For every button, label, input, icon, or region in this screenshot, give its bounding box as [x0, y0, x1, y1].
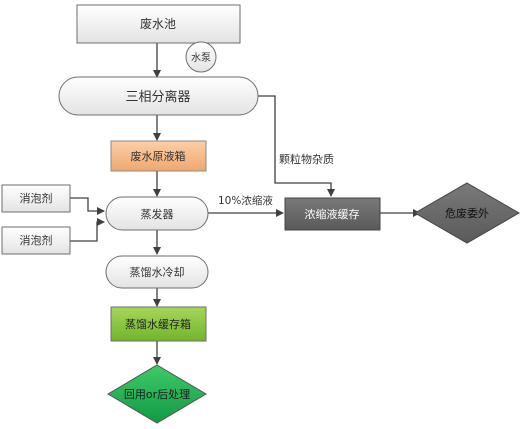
- wastewater-pool-label: 废水池: [140, 16, 176, 31]
- wastewater-pool-box: [76, 4, 241, 44]
- hazardous-waste-outsourcing-diamond: [413, 182, 521, 244]
- concentrate-10pct-label: 10%浓缩液: [218, 194, 273, 207]
- particle-impurities-label: 颗粒物杂质: [279, 152, 334, 166]
- arrow-defoamer1-to-evaporator: [70, 197, 105, 215]
- concentrate-buffer-box: [284, 197, 381, 231]
- reuse-or-post-treatment-label: 回用or后处理: [124, 388, 190, 401]
- distilled-water-buffer-tank-label: 蒸馏水缓存箱: [125, 317, 191, 331]
- concentrate-buffer-label: 浓缩液缓存: [305, 207, 360, 221]
- defoamer-label-1: 消泡剂: [20, 191, 53, 205]
- defoamer-box-1: [1, 184, 71, 213]
- distilled-water-cooling-label: 蒸馏水冷却: [130, 265, 185, 279]
- raw-liquid-tank-box: [110, 140, 207, 172]
- defoamer-box-2: [1, 226, 71, 255]
- arrow-separator-to-concentrate: [258, 95, 335, 197]
- water-pump-circle: [185, 41, 217, 73]
- three-phase-separator-box: [58, 76, 259, 116]
- evaporator-label: 蒸发器: [141, 207, 174, 221]
- distilled-water-buffer-tank-box: [110, 306, 207, 342]
- reuse-or-post-treatment-diamond: [107, 364, 207, 424]
- defoamer-label-2: 消泡剂: [20, 233, 53, 247]
- hazardous-waste-outsourcing-label: 危废委外: [445, 206, 489, 220]
- evaporator-box: [105, 196, 209, 231]
- three-phase-separator-label: 三相分离器: [125, 89, 190, 105]
- arrow-defoamer2-to-evaporator: [70, 218, 105, 242]
- water-pump-label: 水泵: [191, 52, 211, 64]
- connectors: [70, 43, 421, 365]
- distilled-water-cooling-box: [105, 255, 209, 289]
- raw-liquid-tank-label: 废水原液箱: [131, 149, 186, 163]
